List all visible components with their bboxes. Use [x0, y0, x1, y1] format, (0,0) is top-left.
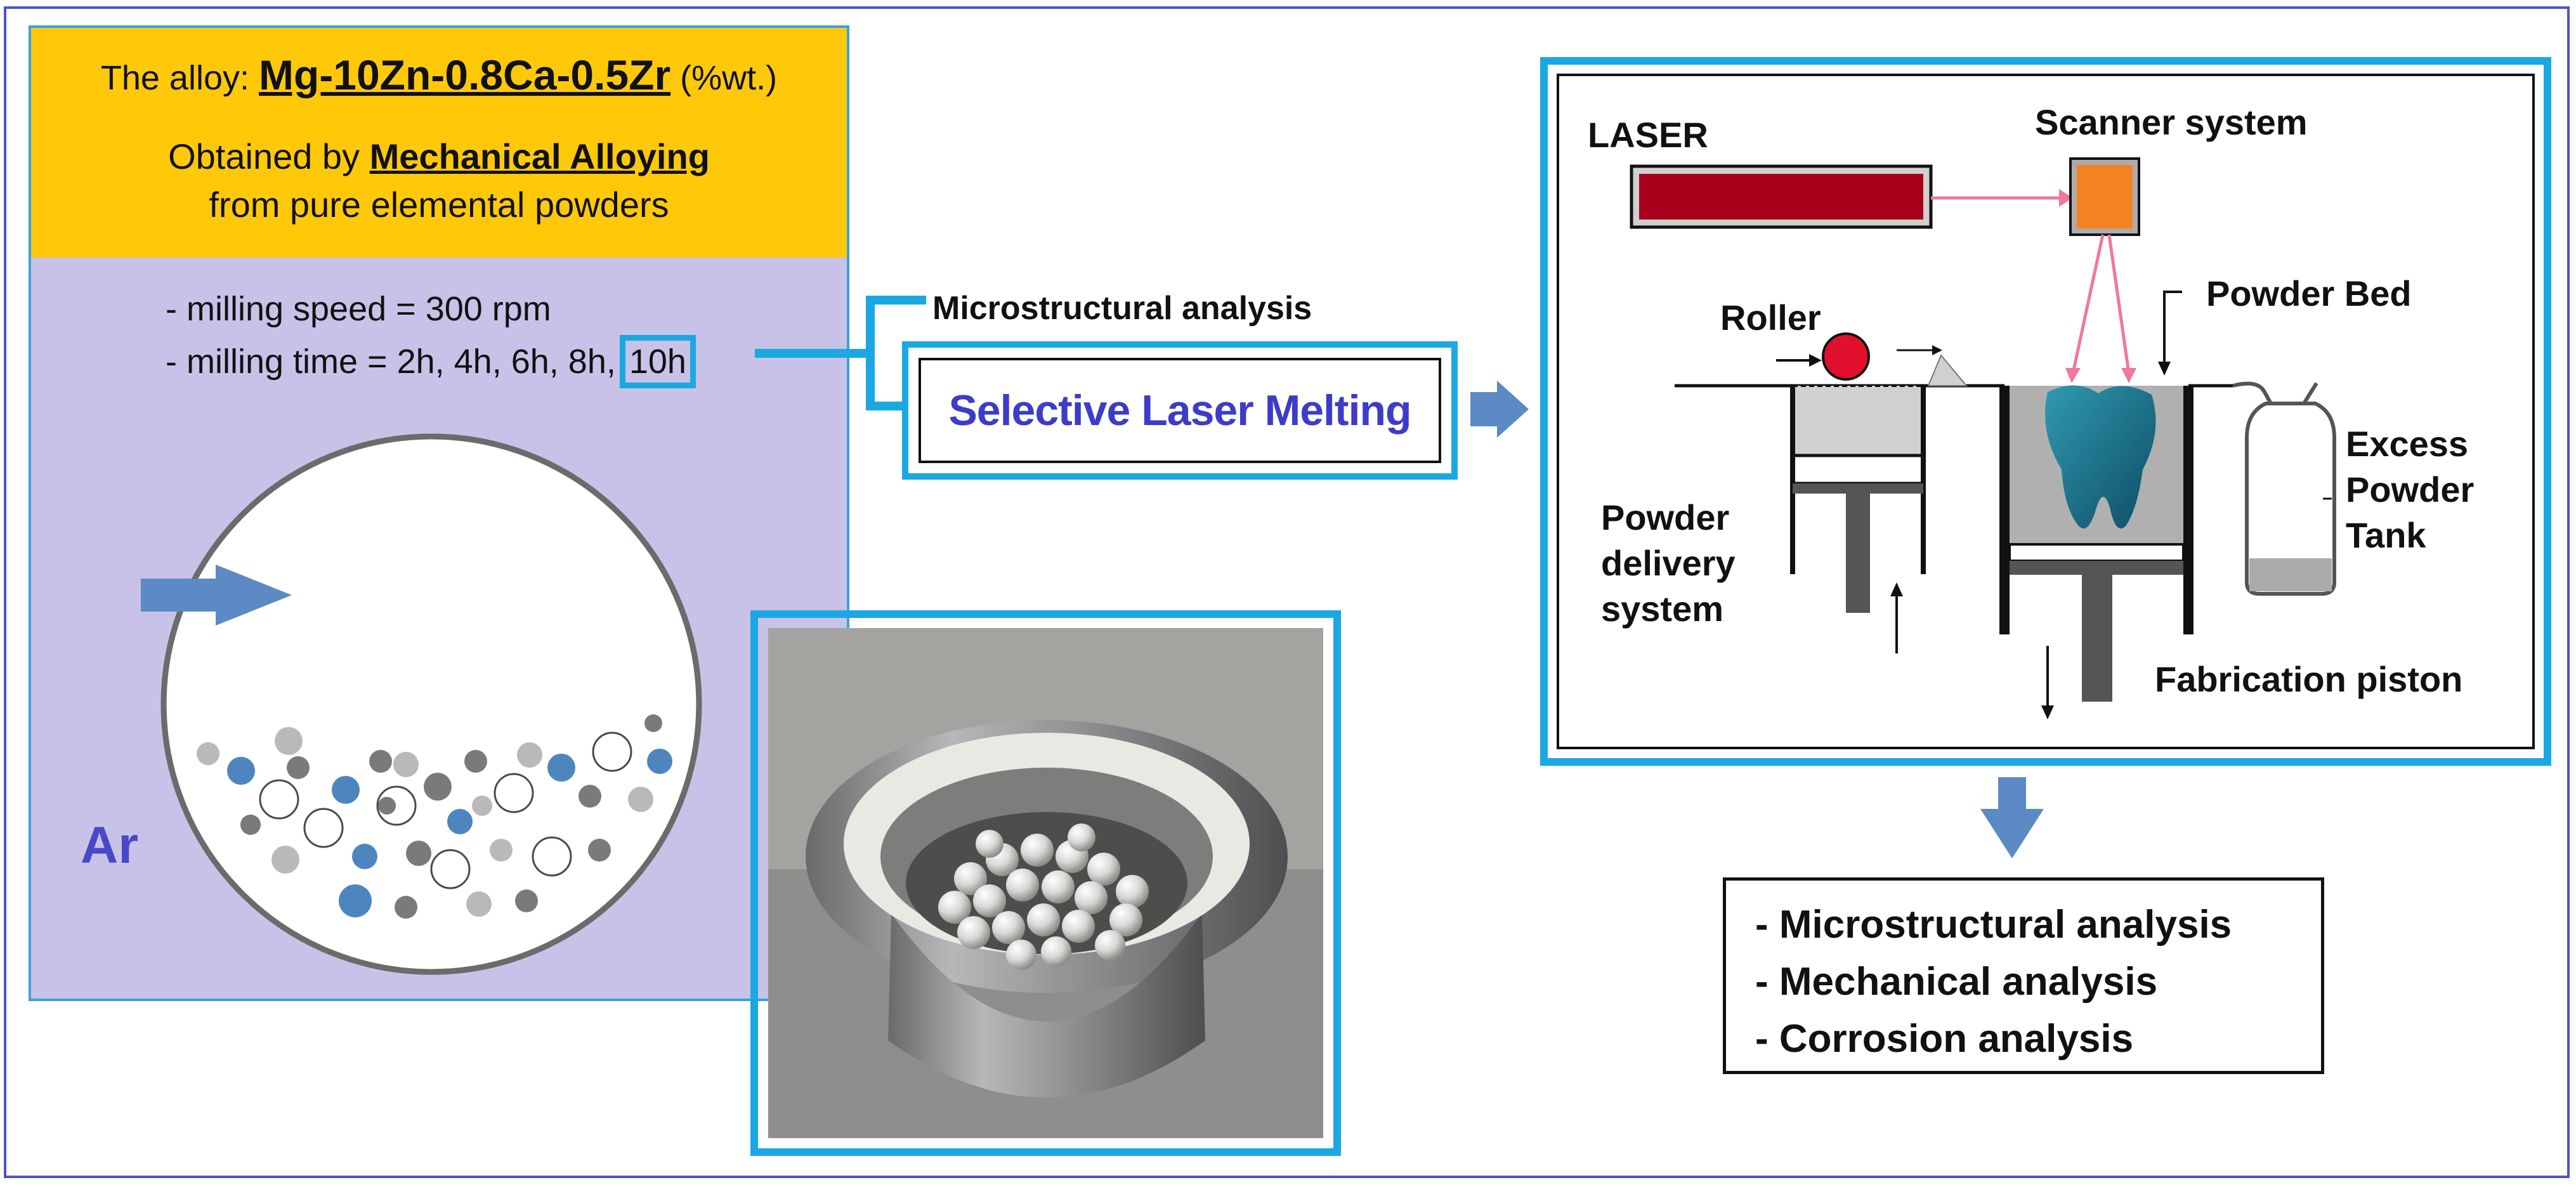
microstructural-analysis-label: Microstructural analysis — [932, 290, 1312, 327]
alloying-method: Obtained by Mechanical Alloying from pur… — [31, 133, 847, 229]
milling-time: - milling time = 2h, 4h, 6h, 8h, — [166, 343, 616, 381]
result-item: - Corrosion analysis — [1755, 1017, 2134, 1061]
connector-line — [755, 296, 926, 358]
alloy-line: The alloy: Mg-10Zn-0.8Ca-0.5Zr (%wt.) — [31, 51, 847, 99]
excess-tank-label: Excess Powder Tank — [2346, 421, 2474, 558]
slm-box: Selective Laser Melting — [902, 341, 1458, 480]
roller — [1822, 332, 1870, 381]
tooth-part — [2045, 385, 2156, 529]
scanner-label: Scanner system — [2035, 102, 2308, 142]
excess-tank-line-2: Powder — [2346, 469, 2475, 509]
excess-tank-line-1: Excess — [2346, 424, 2469, 464]
alloy-name: Mg-10Zn-0.8Ca-0.5Zr — [258, 51, 671, 98]
process-arrow — [1470, 381, 1529, 438]
milling-time-highlight: 10h — [619, 335, 696, 388]
delivery-line-1: Powder — [1601, 497, 1730, 537]
delivery-line-2: delivery — [1601, 543, 1736, 583]
excess-powder-tank — [2245, 402, 2336, 596]
slm-schematic-frame — [1540, 57, 2551, 766]
method-prefix: Obtained by — [168, 136, 370, 176]
powder-bed-label: Powder Bed — [2206, 273, 2412, 313]
result-item: - Microstructural analysis — [1755, 903, 2232, 947]
figure-frame — [4, 6, 2570, 1178]
alloy-unit: (%wt.) — [680, 59, 778, 97]
result-item: - Mechanical analysis — [1755, 960, 2158, 1004]
photo-frame — [750, 610, 1341, 1156]
powder-particles — [197, 714, 672, 919]
method-name: Mechanical Alloying — [369, 136, 710, 176]
alloy-prefix: The alloy: — [100, 59, 259, 97]
milling-vial-photo — [768, 628, 1323, 1138]
results-box: - Microstructural analysis - Mechanical … — [1723, 877, 2324, 1074]
roller-label: Roller — [1720, 298, 1821, 338]
milling-time-row: - milling time = 2h, 4h, 6h, 8h,10h — [166, 335, 696, 388]
milling-balls — [938, 823, 1149, 970]
method-source: from pure elemental powders — [209, 185, 669, 225]
excess-tank-line-3: Tank — [2346, 515, 2426, 555]
laser-label: LASER — [1588, 115, 1708, 155]
milling-speed: - milling speed = 300 rpm — [166, 290, 551, 328]
delivery-label: Powder delivery system — [1601, 495, 1736, 632]
results-arrow — [1980, 777, 2044, 858]
slm-schematic — [1630, 157, 2336, 719]
fabrication-piston-label: Fabrication piston — [2155, 659, 2463, 699]
argon-label: Ar — [81, 816, 139, 874]
delivery-line-3: system — [1601, 589, 1724, 629]
argon-arrow — [141, 565, 292, 626]
slm-label: Selective Laser Melting — [948, 386, 1411, 435]
